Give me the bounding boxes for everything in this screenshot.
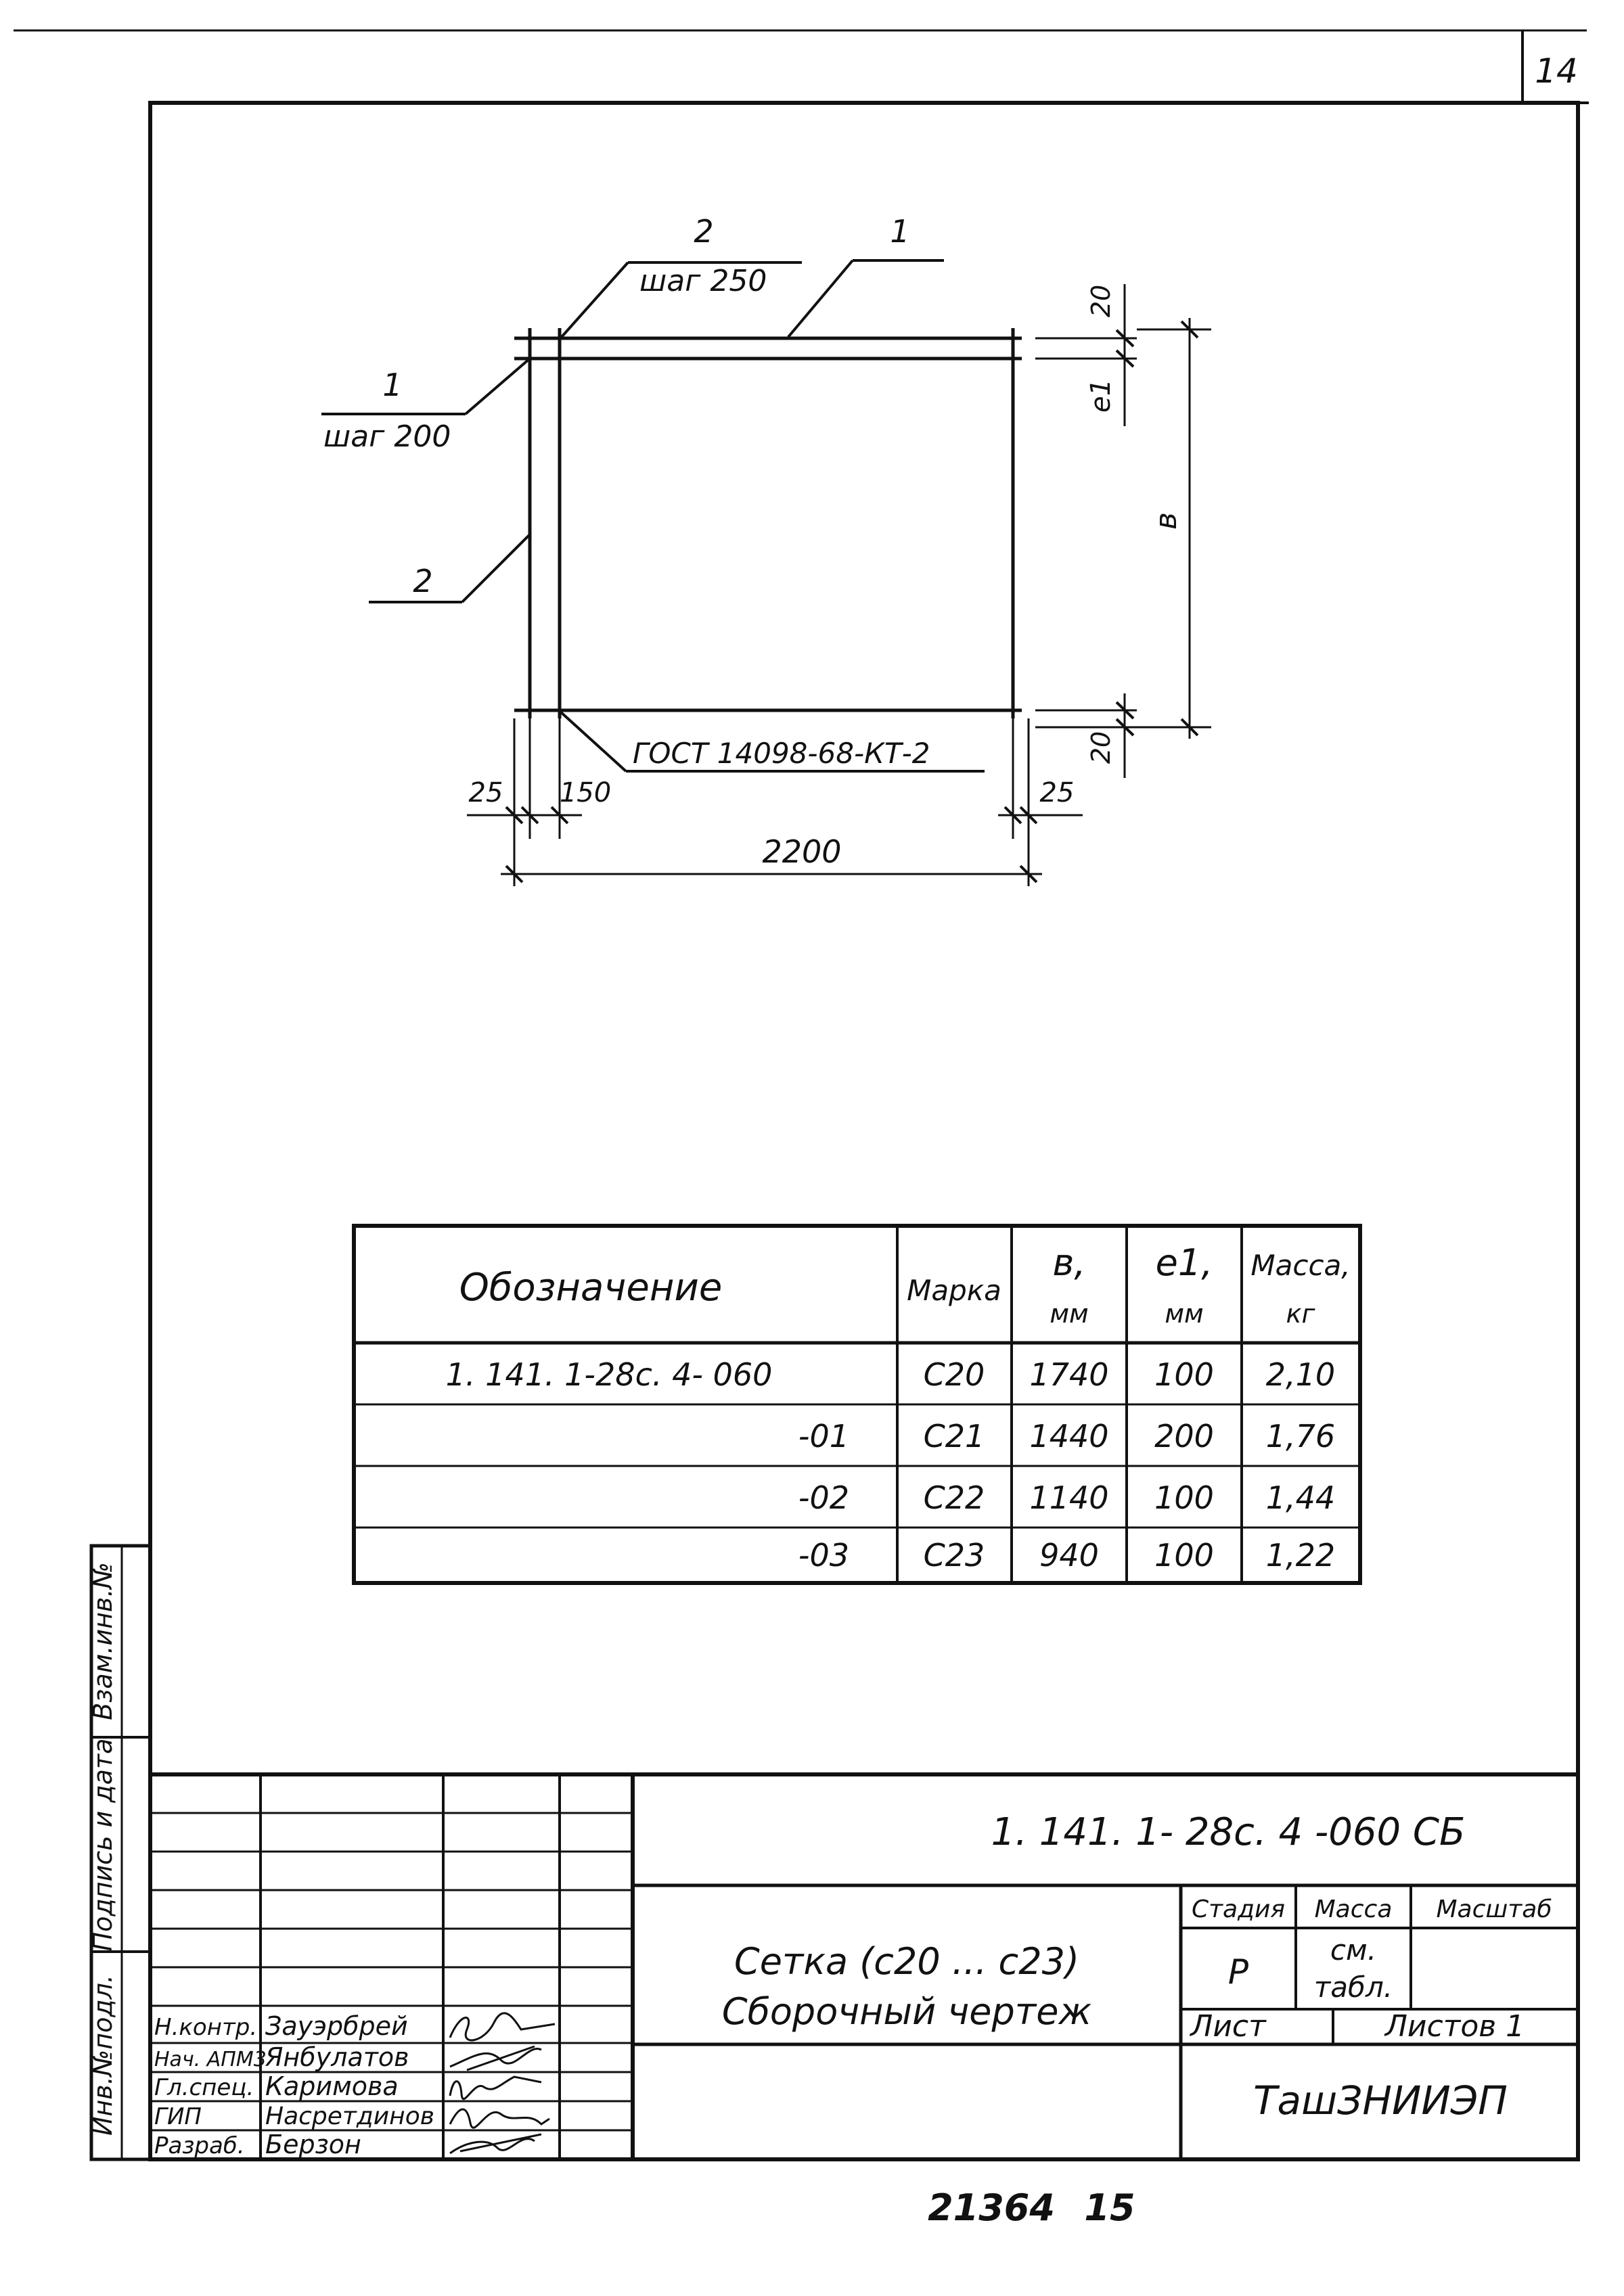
table-header-b: в, (1053, 1241, 1086, 1284)
row-designation: -03 (798, 1537, 849, 1574)
staff-role: Нач. АПМ3 (154, 2048, 267, 2071)
table-row: -02 С22 1140 100 1,44 (798, 1479, 1335, 1516)
scale-header: Масштаб (1436, 1896, 1552, 1923)
row-b: 1140 (1029, 1479, 1108, 1516)
dim-right-margin: 25 (1040, 777, 1075, 808)
organization-name: ТашЗНИИЭП (1253, 2077, 1508, 2123)
row-mark: С21 (924, 1418, 985, 1454)
row-b: 1440 (1029, 1418, 1108, 1454)
staff-role: Гл.спец. (154, 2074, 254, 2101)
document-code: 1. 141. 1- 28с. 4 -060 СБ (991, 1810, 1466, 1854)
staff-row: Гл.спец. Каримова (154, 2071, 399, 2101)
leader-gost: ГОСТ 14098-68-КТ-2 (633, 737, 930, 770)
table-header-e1: е1, (1156, 1241, 1213, 1284)
sheet-header: Лист (1189, 2009, 1267, 2044)
stage-header: Стадия (1192, 1896, 1285, 1923)
spec-table-grid (352, 1224, 1362, 1585)
sheets-header: Листов 1 (1384, 2009, 1525, 2044)
staff-role: Разраб. (154, 2132, 245, 2159)
table-row: -03 С23 940 100 1,22 (798, 1537, 1335, 1574)
row-e1: 100 (1154, 1537, 1214, 1574)
staff-row: ГИП Насретдинов (154, 2103, 434, 2130)
stage-value: Р (1228, 1952, 1249, 1992)
staff-name: Берзон (265, 2130, 361, 2159)
dim-top-margin: 20 (1086, 285, 1116, 317)
dim-bottom-margin: 20 (1086, 731, 1116, 764)
table-header-mass-unit: кг (1286, 1299, 1316, 1329)
row-mass: 1,76 (1266, 1418, 1335, 1454)
staff-role: Н.контр. (154, 2014, 257, 2041)
table-row: 1. 141. 1-28с. 4- 060 С20 1740 100 2,10 (446, 1356, 1336, 1393)
mass-value-line1: см. (1330, 1933, 1376, 1967)
row-mass: 2,10 (1266, 1356, 1335, 1393)
staff-row: Нач. АПМ3 Янбулатов (154, 2042, 409, 2072)
leader-top-step: шаг 250 (639, 264, 767, 298)
row-b: 940 (1039, 1537, 1099, 1574)
mass-value-line2: табл. (1314, 1971, 1393, 2004)
table-header-mass: Масса, (1250, 1249, 1350, 1282)
row-designation: -01 (798, 1418, 849, 1454)
document-name-line1: Сетка (с20 ... с23) (734, 1940, 1079, 1983)
row-e1: 100 (1154, 1479, 1214, 1516)
dim-left-margin: 25 (469, 777, 503, 808)
title-block-grid (150, 1772, 1578, 2159)
dim-e1: e1 (1085, 379, 1116, 413)
row-mass: 1,44 (1266, 1479, 1335, 1516)
row-designation: -02 (798, 1479, 849, 1516)
side-label-inv-podl: Инв.№подл. (88, 1975, 118, 2136)
mass-header: Масса (1315, 1896, 1393, 1923)
dim-overall-width: 2200 (762, 833, 841, 870)
row-e1: 100 (1154, 1356, 1214, 1393)
staff-name: Каримова (265, 2071, 399, 2101)
leader-top-right-position: 1 (890, 213, 909, 250)
mesh-outline (514, 328, 1022, 718)
leader-lines (321, 259, 985, 773)
row-mark: С22 (924, 1479, 985, 1516)
staff-name: Янбулатов (265, 2042, 409, 2072)
archive-number: 21364 (928, 2186, 1055, 2229)
table-header-mark: Марка (907, 1274, 1001, 1307)
staff-row: Н.контр. Зауэрбрей (154, 2011, 408, 2041)
row-designation: 1. 141. 1-28с. 4- 060 (446, 1356, 773, 1393)
page-number: 14 (1535, 51, 1578, 91)
leader-top-position: 2 (694, 213, 713, 250)
staff-name: Насретдинов (265, 2103, 434, 2130)
copy-number: 15 (1084, 2186, 1135, 2229)
row-e1: 200 (1154, 1418, 1214, 1454)
row-mark: С20 (924, 1356, 985, 1393)
dim-first-step: 150 (560, 777, 611, 808)
table-header-e1-unit: мм (1165, 1299, 1203, 1329)
table-row: -01 С21 1440 200 1,76 (798, 1418, 1335, 1454)
leader-left-position: 1 (382, 367, 402, 403)
sheet-frame (14, 29, 1589, 2161)
staff-name: Зауэрбрей (265, 2011, 408, 2041)
signatures (449, 2012, 556, 2155)
row-mass: 1,22 (1266, 1537, 1335, 1574)
dimension-lines (467, 284, 1211, 886)
staff-row: Разраб. Берзон (154, 2130, 361, 2159)
table-header-designation: Обозначение (459, 1266, 723, 1310)
dim-b: в (1149, 512, 1183, 530)
side-label-vzam: Взам.инв.№ (88, 1562, 118, 1720)
row-b: 1740 (1029, 1356, 1108, 1393)
side-label-podpis: Подпись и дата (88, 1739, 118, 1952)
table-header-b-unit: мм (1050, 1299, 1088, 1329)
document-name-line2: Сборочный чертеж (722, 1990, 1092, 2033)
row-mark: С23 (924, 1537, 985, 1574)
staff-role: ГИП (154, 2103, 202, 2130)
leader-left-lower-position: 2 (413, 563, 432, 599)
leader-left-step: шаг 200 (323, 419, 451, 454)
